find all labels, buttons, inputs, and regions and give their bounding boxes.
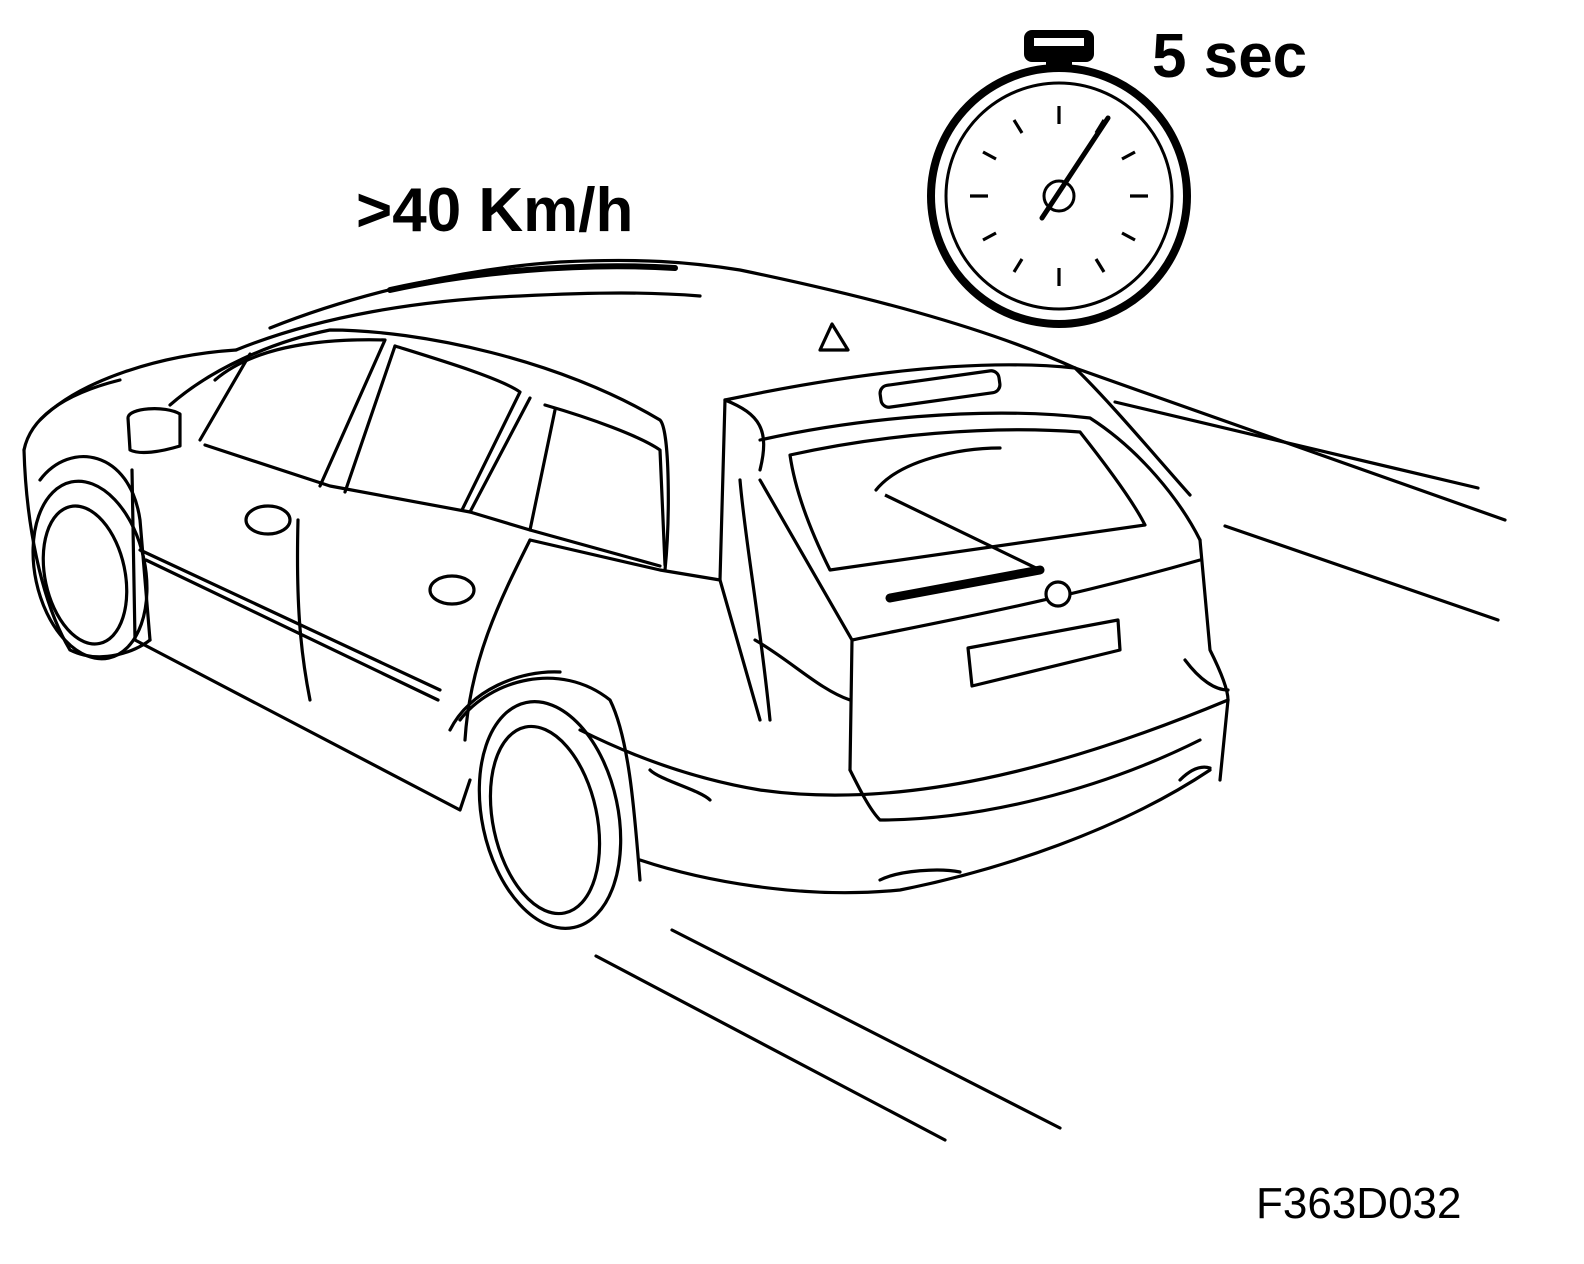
speed-label: >40 Km/h bbox=[356, 176, 634, 245]
car-body bbox=[22, 258, 1230, 930]
figure-code: F363D032 bbox=[1256, 1179, 1462, 1228]
duration-label: 5 sec bbox=[1152, 22, 1308, 91]
rear-wiper bbox=[885, 565, 1045, 603]
stopwatch-icon bbox=[927, 30, 1191, 328]
road-lines bbox=[594, 366, 1507, 1142]
